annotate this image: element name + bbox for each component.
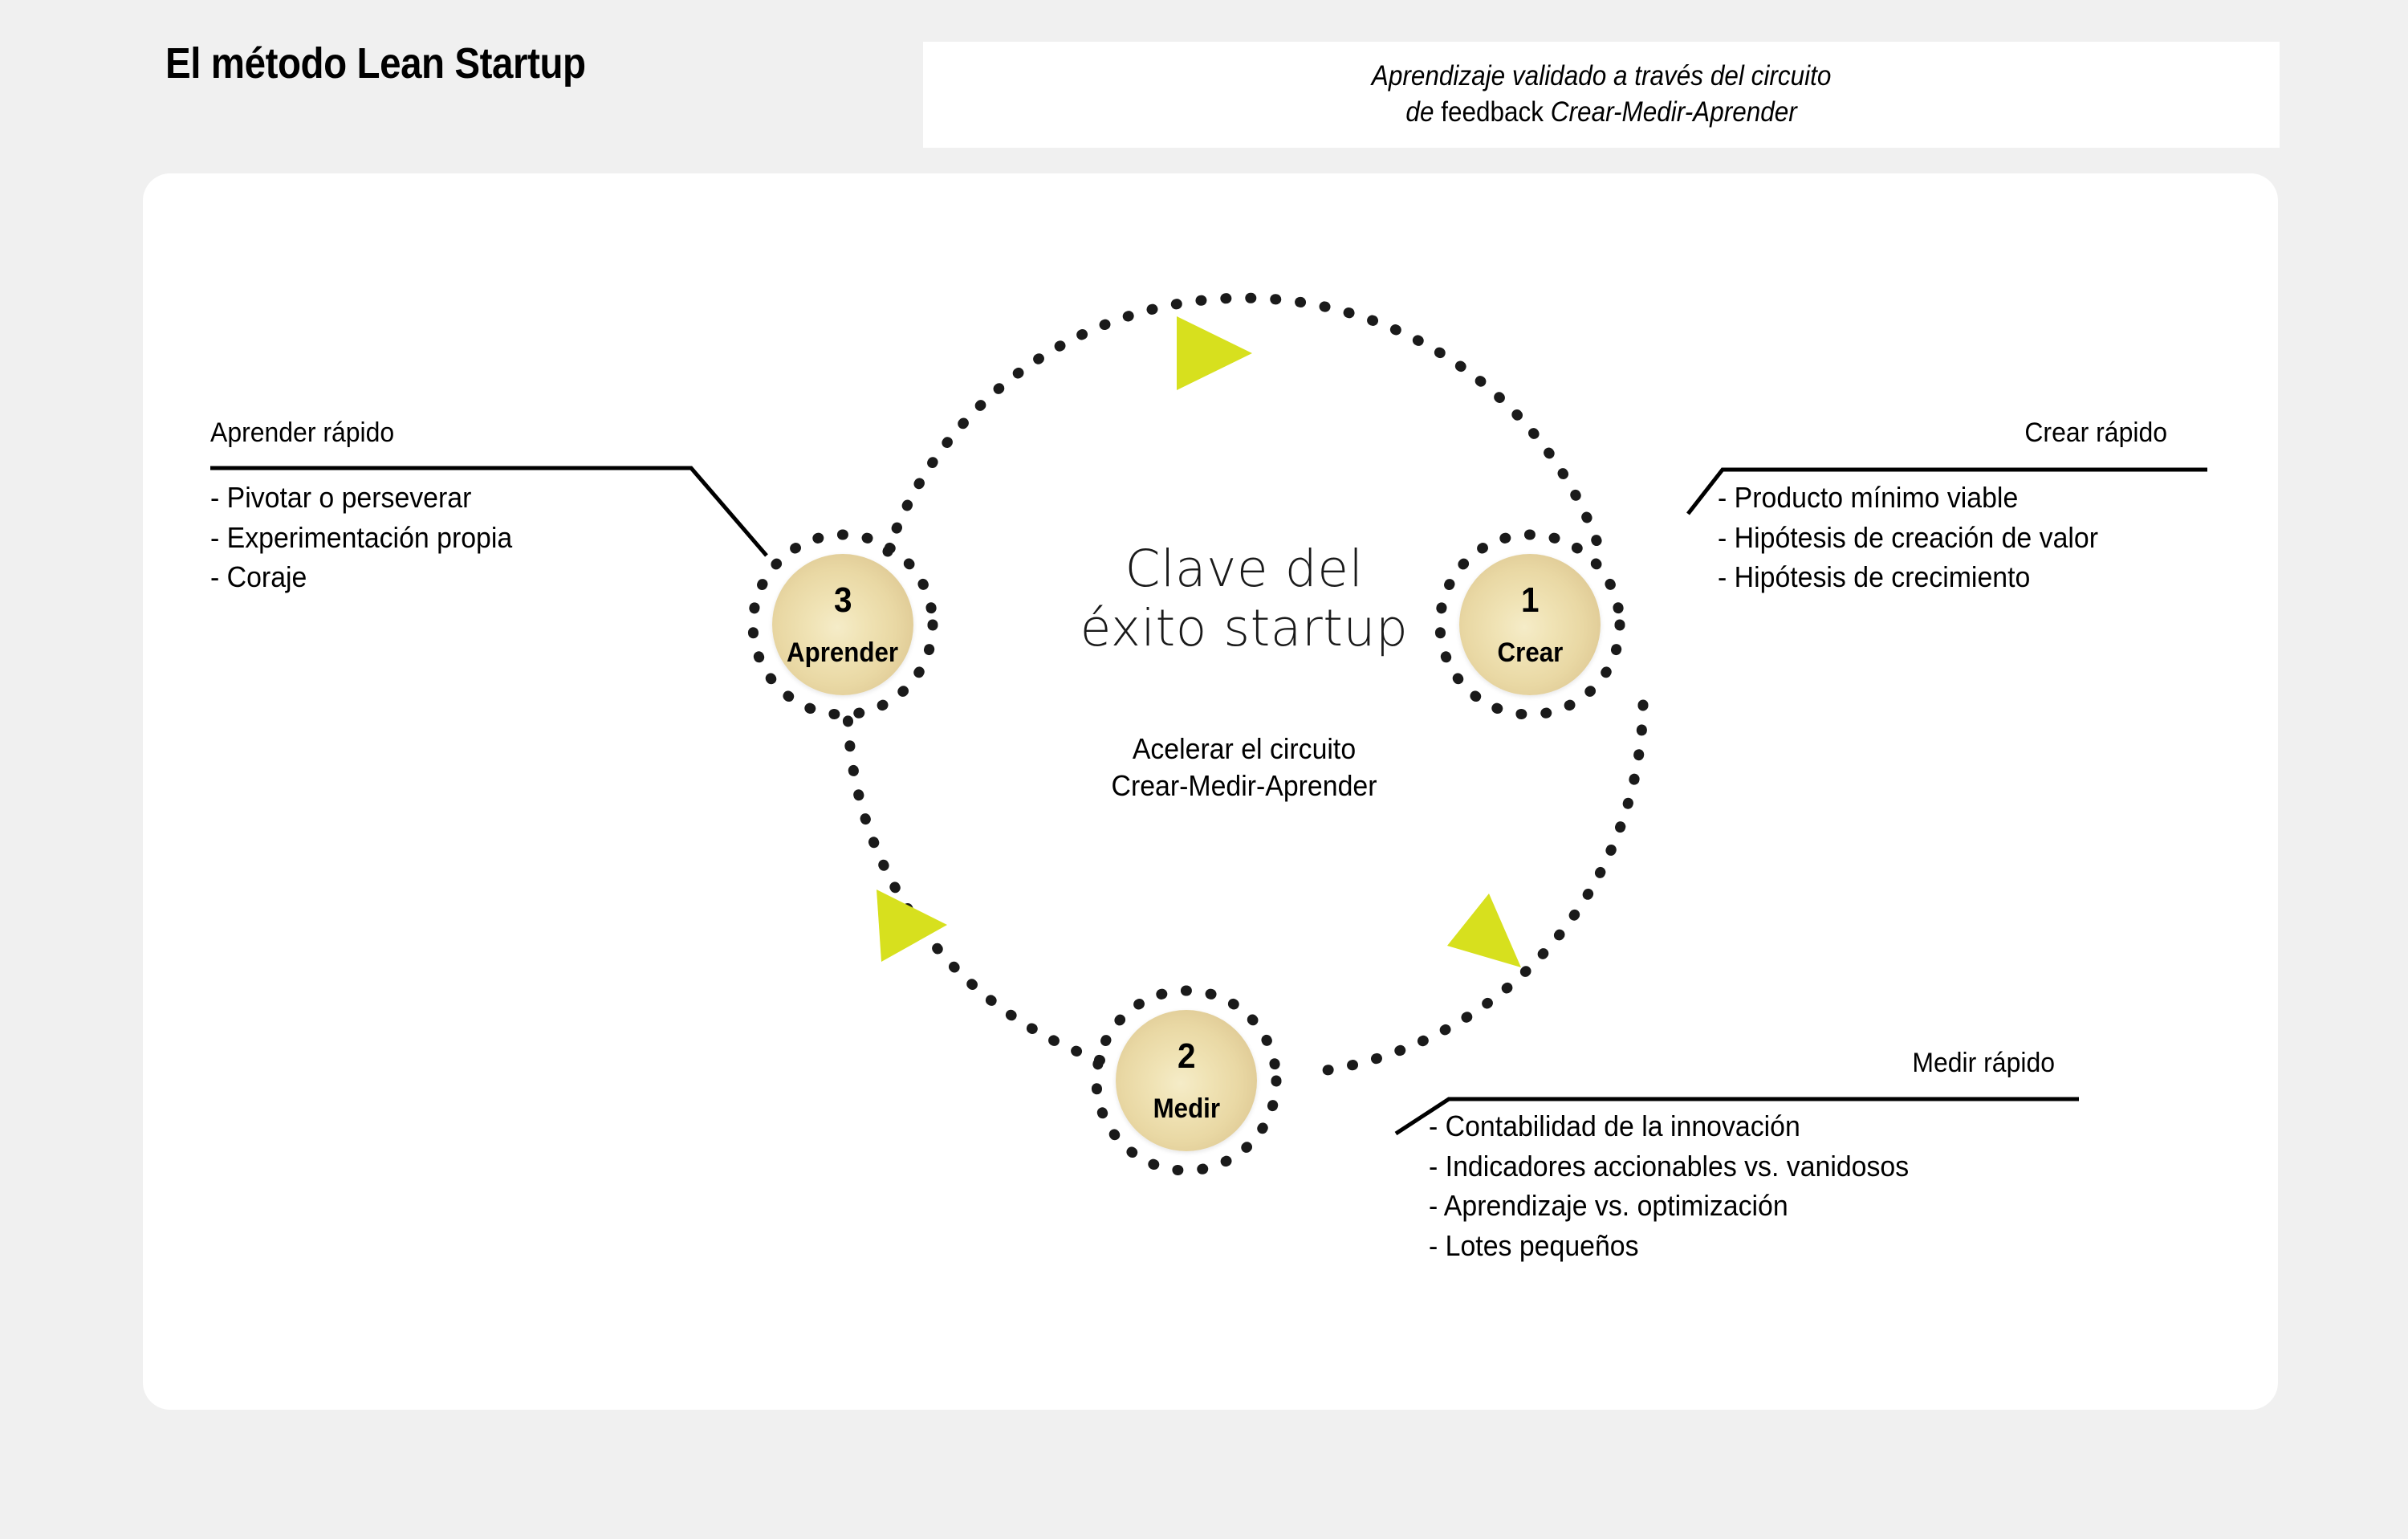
callout-aprender-item-2: - Experimentación propia bbox=[210, 520, 513, 554]
callout-crear-heading: Crear rápido bbox=[2024, 417, 2167, 448]
node-aprender-label: Aprender bbox=[787, 637, 899, 668]
callout-aprender: Aprender rápido - Pivotar o perseverar -… bbox=[210, 417, 531, 597]
callout-medir-item-3: - Aprendizaje vs. optimización bbox=[1429, 1189, 1788, 1223]
subtitle-text: Aprendizaje validado a través del circui… bbox=[1372, 59, 1832, 131]
callout-medir: Medir rápido - Contabilidad de la innova… bbox=[1413, 1048, 2055, 1266]
callout-aprender-item-1: - Pivotar o perseverar bbox=[210, 481, 472, 514]
node-crear-label: Crear bbox=[1497, 637, 1563, 668]
dotted-ring-aprender bbox=[747, 529, 938, 720]
main-panel bbox=[143, 173, 2278, 1410]
center-subtext-line-1: Acelerar el circuito bbox=[1132, 732, 1357, 765]
center-subtext-line-2: Crear-Medir-Aprender bbox=[1111, 769, 1377, 803]
leader-line-aprender bbox=[210, 466, 768, 557]
callout-aprender-item-3: - Coraje bbox=[210, 560, 307, 594]
dotted-ring-medir bbox=[1091, 985, 1282, 1176]
callout-medir-item-2: - Indicadores accionables vs. vanidosos bbox=[1429, 1149, 1910, 1183]
subtitle-line-2-loop: Crear-Medir-Aprender bbox=[1550, 96, 1797, 128]
node-crear-number: 1 bbox=[1520, 580, 1540, 620]
callout-medir-items: - Contabilidad de la innovación - Indica… bbox=[1429, 1106, 2017, 1266]
leader-line-crear bbox=[1686, 467, 2207, 515]
page-title: El método Lean Startup bbox=[165, 39, 586, 88]
callout-crear-items: - Producto mínimo viable - Hipótesis de … bbox=[1718, 478, 2140, 597]
center-heading-line-1: Clave del bbox=[1125, 539, 1364, 598]
subtitle-line-1: Aprendizaje validado a través del circui… bbox=[1371, 60, 1832, 92]
subtitle-box: Aprendizaje validado a través del circui… bbox=[923, 42, 2280, 148]
callout-medir-heading: Medir rápido bbox=[1912, 1048, 2055, 1078]
node-medir-label: Medir bbox=[1153, 1093, 1220, 1124]
callout-crear-item-3: - Hipótesis de crecimiento bbox=[1718, 560, 2031, 594]
node-medir-number: 2 bbox=[1177, 1036, 1196, 1076]
callout-aprender-items: - Pivotar o perseverar - Experimentación… bbox=[210, 478, 512, 597]
callout-aprender-heading: Aprender rápido bbox=[210, 417, 395, 448]
arrow-triangle-right-icon bbox=[1177, 316, 1252, 390]
center-heading-line-2: éxito startup bbox=[1080, 599, 1409, 658]
callout-medir-item-1: - Contabilidad de la innovación bbox=[1429, 1109, 1800, 1142]
node-medir[interactable]: 2 Medir bbox=[1116, 1010, 1257, 1151]
dotted-ring-crear bbox=[1434, 529, 1625, 720]
arrow-triangle-downleft-icon bbox=[1447, 894, 1521, 967]
center-heading: Clave del éxito startup bbox=[1035, 539, 1453, 659]
node-aprender-number: 3 bbox=[833, 580, 852, 620]
node-crear[interactable]: 1 Crear bbox=[1459, 554, 1601, 695]
node-aprender[interactable]: 3 Aprender bbox=[772, 554, 913, 695]
arrow-triangle-right-2-icon bbox=[877, 890, 947, 962]
subtitle-line-2-feedback: feedback bbox=[1441, 96, 1551, 128]
leader-line-medir bbox=[1394, 1097, 2079, 1136]
subtitle-line-2-de: de bbox=[1405, 96, 1442, 128]
callout-crear-item-1: - Producto mínimo viable bbox=[1718, 481, 2019, 514]
callout-crear: Crear rápido - Producto mínimo viable - … bbox=[1718, 417, 2167, 597]
callout-crear-item-2: - Hipótesis de creación de valor bbox=[1718, 520, 2098, 554]
callout-medir-item-4: - Lotes pequeños bbox=[1429, 1229, 1639, 1263]
center-subtext: Acelerar el circuito Crear-Medir-Aprende… bbox=[1018, 731, 1470, 804]
